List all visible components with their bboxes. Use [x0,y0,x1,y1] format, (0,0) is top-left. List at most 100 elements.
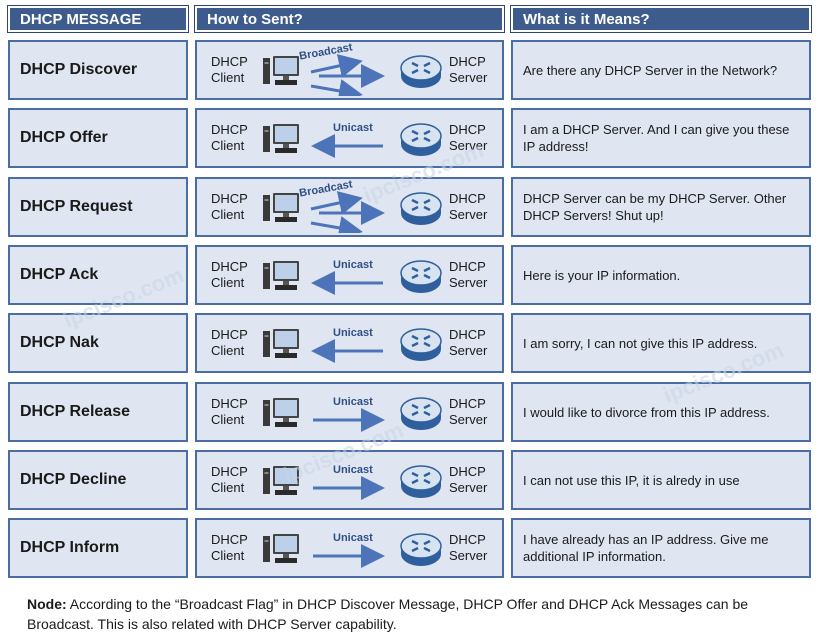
client-label-line1: DHCP [211,54,248,69]
message-name: DHCP Release [20,403,130,420]
server-label-line1: DHCP [449,122,486,137]
header-dhcp-message: DHCP MESSAGE [7,5,189,33]
meaning-text: I would like to divorce from this IP add… [523,404,770,420]
client-label-line1: DHCP [211,191,248,206]
client-label-line1: DHCP [211,259,248,274]
router-icon [400,397,442,430]
message-cell: DHCP Offer [8,108,188,168]
client-label-line1: DHCP [211,464,248,479]
server-label-line1: DHCP [449,532,486,547]
message-name: DHCP Nak [20,334,99,351]
server-label-line1: DHCP [449,259,486,274]
computer-icon [263,534,299,563]
server-label-line1: DHCP [449,464,486,479]
meaning-cell: Are there any DHCP Server in the Network… [511,40,811,100]
server-label-line2: Server [449,480,488,495]
router-icon [400,533,442,566]
client-label-line2: Client [211,343,245,358]
footnote-text: According to the “Broadcast Flag” in DHC… [27,596,749,632]
client-label-line2: Client [211,480,245,495]
meaning-cell: I am a DHCP Server. And I can give you t… [511,108,811,168]
server-label-line2: Server [449,343,488,358]
message-name: DHCP Discover [20,61,138,78]
router-icon [400,260,442,293]
footnote-label: Node: [27,596,67,612]
meaning-cell: I would like to divorce from this IP add… [511,382,811,442]
server-label-line1: DHCP [449,327,486,342]
server-label-line1: DHCP [449,191,486,206]
transmission-method: Unicast [333,122,373,134]
server-label-line2: Server [449,275,488,290]
transmission-method: Unicast [333,464,373,476]
client-label-line1: DHCP [211,327,248,342]
client-label-line1: DHCP [211,122,248,137]
router-icon [400,328,442,361]
message-name: DHCP Offer [20,129,108,146]
client-label-line2: Client [211,412,245,427]
meaning-cell: DHCP Server can be my DHCP Server. Other… [511,177,811,237]
meaning-cell: I am sorry, I can not give this IP addre… [511,313,811,373]
server-label-line2: Server [449,412,488,427]
client-label-line1: DHCP [211,396,248,411]
broadcast-arrows-icon [310,54,385,96]
message-cell: DHCP Request [8,177,188,237]
server-label-line1: DHCP [449,396,486,411]
client-label-line2: Client [211,548,245,563]
computer-icon [263,329,299,358]
meaning-text: I have already has an IP address. Give m… [523,532,769,564]
computer-icon [263,56,299,85]
meaning-text: Here is your IP information. [523,267,681,283]
meaning-cell: Here is your IP information. [511,245,811,305]
server-label-line2: Server [449,207,488,222]
transmission-method: Unicast [333,259,373,271]
transmission-method: Unicast [333,532,373,544]
client-label-line2: Client [211,138,245,153]
message-cell: DHCP Decline [8,450,188,510]
message-cell: DHCP Inform [8,518,188,578]
transmission-method: Unicast [333,327,373,339]
server-label-line2: Server [449,138,488,153]
arrow-right-icon [313,408,385,432]
computer-icon [263,193,299,222]
header-label: How to Sent? [207,10,303,28]
message-cell: DHCP Release [8,382,188,442]
message-name: DHCP Decline [20,471,127,488]
meaning-text: I am sorry, I can not give this IP addre… [523,335,758,351]
router-icon [400,192,442,225]
header-label: What is it Means? [523,10,650,28]
meaning-text: I am a DHCP Server. And I can give you t… [523,122,790,154]
arrow-right-icon [313,476,385,500]
server-label-line2: Server [449,70,488,85]
arrow-right-icon [313,544,385,568]
arrow-left-icon [311,271,383,295]
router-icon [400,123,442,156]
header-how-to-sent: How to Sent? [194,5,505,33]
message-name: DHCP Inform [20,539,120,556]
meaning-text: Are there any DHCP Server in the Network… [523,62,778,78]
client-label-line2: Client [211,70,245,85]
client-label-line2: Client [211,275,245,290]
computer-icon [263,261,299,290]
meaning-cell: I have already has an IP address. Give m… [511,518,811,578]
arrow-left-icon [311,339,383,363]
message-cell: DHCP Ack [8,245,188,305]
router-icon [400,55,442,88]
footnote: Node: According to the “Broadcast Flag” … [27,594,807,634]
